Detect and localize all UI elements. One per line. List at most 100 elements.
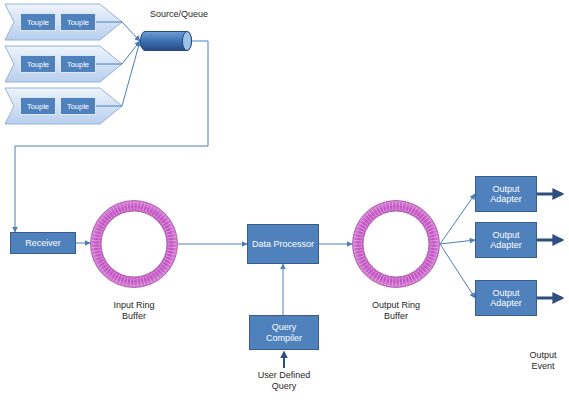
ring-slot [369,270,374,277]
ring-slot [430,244,439,245]
ring-slot [94,229,102,232]
ring-slot [130,278,132,286]
flow-connector [440,240,475,244]
ring-slot [156,211,161,218]
ring-slot [148,205,152,213]
ring-slots [354,202,439,287]
ring-slot [389,202,390,210]
ring-slot [430,240,438,242]
ring-slot [416,272,421,279]
flow-connector [15,41,208,232]
event-arrow [537,297,562,300]
ring-slot [396,202,397,211]
ring-slot [410,205,414,213]
adapter-box: Output Adapter [475,176,537,212]
ring-slot [402,277,403,285]
ring-slot [136,278,138,286]
ring-slot [359,223,366,227]
ring-slot [413,273,417,280]
ring-slot [99,264,106,269]
ring-slot [410,275,414,283]
ring-slot [356,229,364,232]
ring-slot [418,270,423,277]
ring-slot [113,207,117,214]
ring-slot [165,226,173,230]
ring-slot [93,233,101,235]
ring-label: Input Ring Buffer [102,300,166,322]
ring-slot [92,237,100,238]
ring-slot [416,209,421,216]
ring-slot [143,277,145,285]
ring-slot [130,202,132,210]
ring-slot [355,253,363,255]
ring-slot [168,246,176,248]
ring-slot [168,244,177,245]
ring-slot [405,277,407,285]
ring-slot [123,203,125,211]
ring-slot [123,277,125,285]
ring-slot [140,202,141,210]
ring-slot [354,246,362,248]
ring-slot [92,244,101,245]
tuple-text: Touple [27,60,49,69]
ring-slot [392,278,394,286]
box-text: Output Adapter [479,230,533,251]
ring-slot [166,229,174,232]
ring-slot [134,202,135,211]
ring-slot [94,256,102,259]
ring-slot [422,217,429,222]
ring-slot [372,272,377,279]
ring-slot [429,253,437,255]
ring-slot [408,276,411,284]
ring-slot [168,240,176,242]
process-box: Query Compiler [249,315,319,350]
ring-slot [427,226,435,230]
ring-slot [424,264,431,269]
ring-slot [93,253,101,255]
ring-slot [110,272,115,279]
event-arrow [537,239,562,242]
ring-slot [148,275,152,283]
ring-slot [422,266,429,271]
ring-slot [107,211,112,218]
ring-slot [355,233,363,235]
flow-connector [178,244,247,245]
flow-connector [440,194,475,244]
ring-slot [425,223,432,227]
ring-slot [420,268,426,274]
ring-slot [92,240,100,242]
ring-slot [119,276,122,284]
ring-slot [167,233,175,235]
flow-connector [283,264,284,315]
box-text: Output Adapter [479,288,533,309]
ring-slot [113,273,117,280]
ring-slot [101,266,108,271]
ring-shape [352,200,440,288]
ring-slot [366,214,372,220]
ring-slot [375,207,379,214]
tuple-text: Touple [67,102,89,111]
ring-slot [99,220,106,225]
ring-body [91,200,178,287]
ring-label: Output Ring Buffer [364,300,428,322]
tuple-box: Touple [60,13,96,31]
ring-shape [90,200,178,288]
ring-slot [363,217,370,222]
flow-connector [319,244,352,245]
ring-slot [95,226,103,230]
ring-slot [398,202,400,210]
ring-slot [167,253,175,255]
ring-slot [166,256,174,259]
ring-slot [101,217,108,222]
ring-slot [430,246,438,248]
flow-connector [96,41,140,106]
ring-slot [162,264,169,269]
ring-slot [385,277,387,285]
ring-slot [357,258,365,262]
tuple-box: Touple [20,55,56,73]
ring-slot [92,250,100,251]
process-box: Receiver [10,232,76,254]
ring-slot [127,277,128,285]
ring-slot [151,273,155,280]
ring-slot [140,277,141,285]
